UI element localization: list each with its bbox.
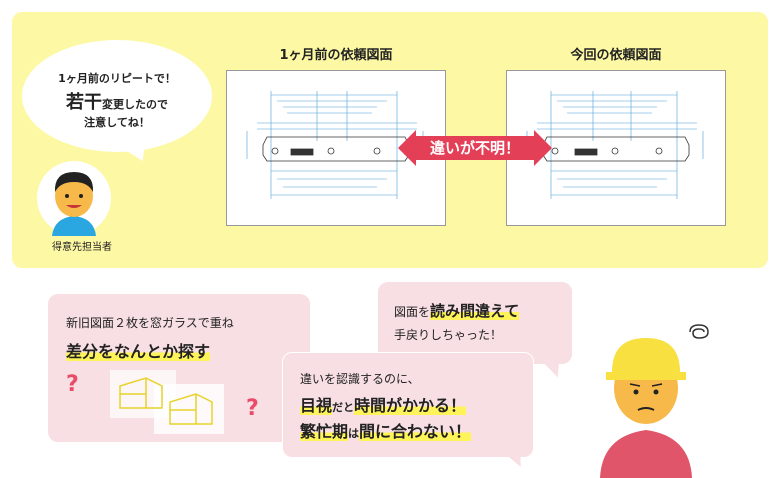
client-bubble-line1: 1ヶ月前のリピートで！ (58, 72, 176, 85)
visual-check-emph-2: 時間がかかる！ (354, 396, 467, 415)
overlapping-drawings-icon (110, 370, 224, 434)
client-bubble-line2-rest: 変更したので (102, 98, 168, 111)
client-avatar-icon (37, 161, 111, 236)
double-arrow-icon (398, 130, 552, 166)
client-bubble-line3: 注意してね！ (84, 116, 150, 129)
misread-bubble (378, 282, 572, 364)
misread-line1-highlight: 読み間違えて (430, 302, 520, 320)
misread-bubble-line2: 手戻りしちゃった！ (394, 328, 503, 342)
client-bubble-emphasis: 若干 (66, 92, 102, 113)
client-label: 得意先担当者 (52, 242, 112, 253)
visual-check-line2: 目視だと時間がかかる！ (300, 392, 467, 416)
visual-check-emph-1: 目視 (300, 396, 333, 415)
visual-check-emph-3: 繁忙期 (300, 422, 349, 441)
visual-check-emph-4: 間に合わない！ (359, 422, 472, 441)
overlay-bubble-line2: 差分をなんとか探す (66, 338, 211, 362)
overlay-bubble-line1: 新旧図面２枚を窓ガラスで重ね (66, 316, 234, 330)
visual-check-conj-2: は (348, 427, 360, 440)
difference-unclear-banner: 違いが不明！ (398, 130, 552, 166)
misread-bubble-line1: 図面を読み間違えて (394, 300, 520, 321)
worker-avatar-icon (600, 338, 692, 478)
banner-text: 違いが不明！ (429, 139, 520, 157)
question-mark-icon: ? (66, 372, 79, 397)
dizzy-swirl-icon (689, 324, 709, 339)
misread-line1-prefix: 図面を (394, 305, 431, 319)
visual-check-conj-1: だと (332, 401, 355, 414)
old-drawing-sketch (246, 91, 424, 199)
overlay-bubble-highlight: 差分をなんとか探す (66, 342, 211, 361)
question-mark-icon-2: ? (246, 396, 259, 421)
client-speech-bubble (22, 40, 212, 152)
visual-check-line1: 違いを認識するのに、 (300, 372, 420, 386)
client-bubble-line2: 若干変更したので (22, 88, 212, 114)
new-drawing-title: 今回の依頼図面 (570, 48, 662, 63)
visual-check-line3: 繁忙期は間に合わない！ (300, 418, 472, 442)
old-drawing-title: 1ヶ月前の依頼図面 (279, 48, 393, 63)
